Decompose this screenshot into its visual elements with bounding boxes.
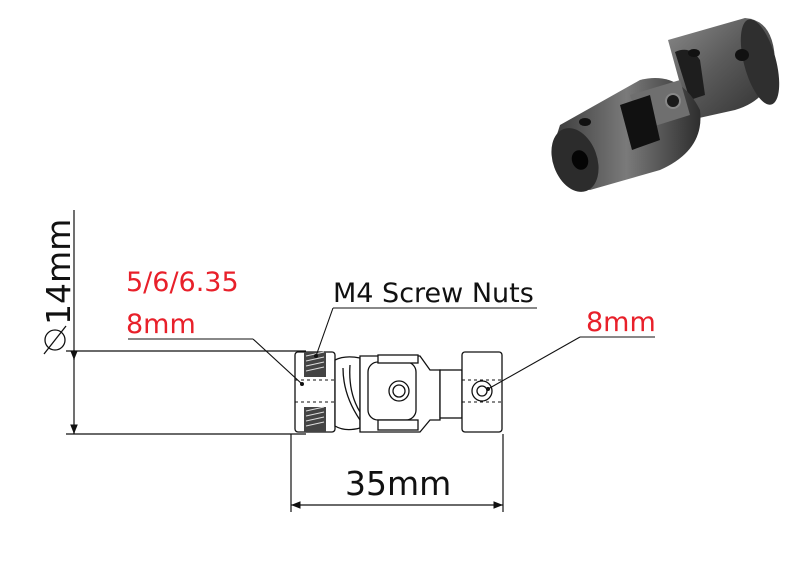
diameter-label: 14mm [39, 219, 78, 325]
bore-sizes-label: 5/6/6.35 [126, 267, 239, 298]
leader-dots [300, 354, 490, 391]
bore-right-label: 8mm [586, 307, 656, 338]
length-label: 35mm [345, 464, 451, 503]
leader-lines [128, 307, 655, 390]
screw-nuts-label: M4 Screw Nuts [333, 278, 534, 309]
universal-joint-side-view [294, 351, 503, 433]
length-dimension [290, 434, 504, 512]
bore-left-label: 8mm [126, 309, 196, 340]
diameter-symbol-icon [43, 325, 67, 355]
universal-joint-3d-render [551, 18, 780, 192]
